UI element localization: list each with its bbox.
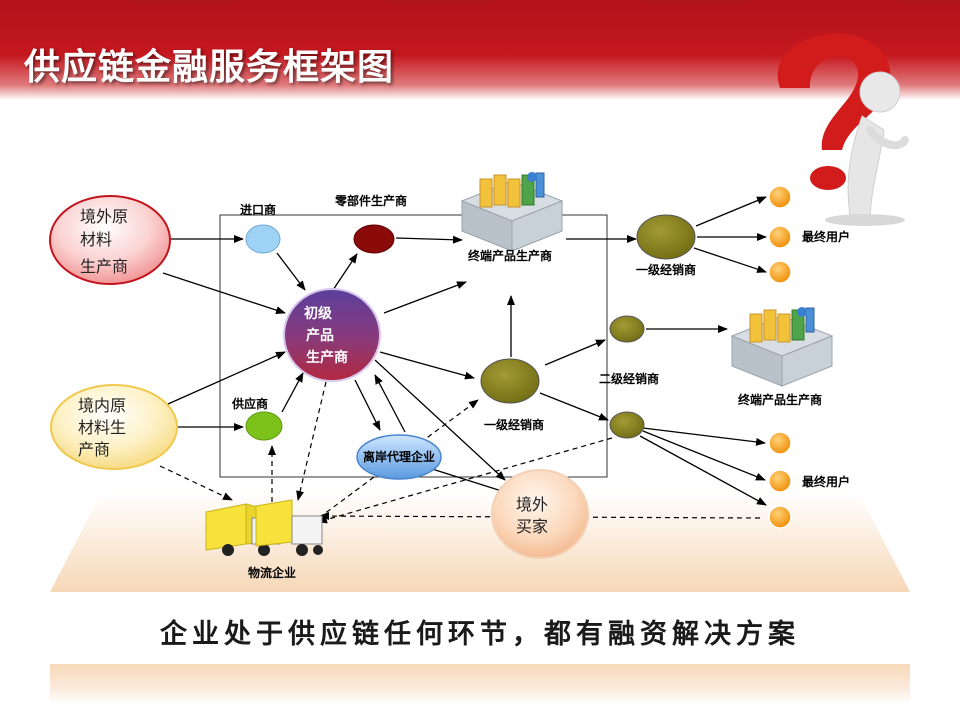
svg-text:材料: 材料 [80, 230, 112, 249]
first-distributor-mid-node [480, 358, 540, 404]
svg-text:境内原: 境内原 [78, 396, 126, 415]
end-user-bottom-label: 最终用户 [802, 474, 850, 489]
svg-text:境外原: 境外原 [80, 207, 128, 226]
second-distributor-label: 二级经销商 [599, 371, 659, 386]
importer-label: 进口商 [240, 202, 276, 217]
end-user-node [768, 505, 792, 529]
svg-text:产商: 产商 [78, 440, 110, 459]
logistics-label: 物流企业 [248, 565, 296, 580]
end-user-top-label: 最终用户 [802, 229, 850, 244]
page-title: 供应链金融服务框架图 [24, 47, 395, 88]
end-user-node [768, 185, 792, 209]
primary-product-producer: 初级 产品 生产商 [283, 288, 381, 382]
factory-icon [460, 172, 564, 252]
svg-text:材料生: 材料生 [78, 418, 126, 437]
flow-arrows [162, 196, 767, 506]
first-distributor-top-node [636, 214, 696, 260]
end-producer-right-label: 终端产品生产商 [738, 392, 822, 407]
truck-icon [205, 499, 323, 556]
svg-text:离岸代理企业: 离岸代理企业 [363, 449, 435, 464]
svg-text:境外: 境外 [516, 495, 548, 514]
first-distributor-mid-label: 一级经销商 [484, 417, 544, 432]
end-user-node [768, 431, 792, 455]
domestic-raw-material-producer: 境内原 材料生 产商 [50, 384, 178, 470]
overseas-buyer: 境外 买家 [491, 469, 589, 559]
supplier-label: 供应商 [231, 396, 268, 411]
factory-icon [730, 307, 834, 387]
end-user-node [768, 469, 792, 493]
svg-text:产品: 产品 [306, 327, 334, 344]
overseas-raw-material-producer: 境外原 材料 生产商 [49, 195, 171, 285]
floor-gradient [50, 492, 910, 592]
second-distributor-node-b [609, 411, 645, 439]
supplier-node [245, 411, 283, 441]
end-producer-top-label: 终端产品生产商 [468, 248, 552, 263]
end-user-node [768, 260, 792, 284]
svg-text:买家: 买家 [516, 517, 548, 536]
second-distributor-node-a [609, 315, 645, 343]
svg-text:生产商: 生产商 [306, 349, 348, 366]
svg-text:初级: 初级 [304, 305, 333, 322]
first-distributor-top-label: 一级经销商 [636, 262, 696, 277]
bottom-band [50, 664, 910, 704]
question-mark-figure-icon [777, 33, 909, 226]
slogan-text: 企业处于供应链任何环节，都有融资解决方案 [160, 619, 800, 650]
parts-maker-node [353, 224, 395, 254]
end-user-node [768, 225, 792, 249]
offshore-agent: 离岸代理企业 [356, 434, 442, 480]
parts-maker-label: 零部件生产商 [334, 193, 407, 208]
svg-text:生产商: 生产商 [80, 257, 128, 276]
importer-node [245, 224, 281, 254]
